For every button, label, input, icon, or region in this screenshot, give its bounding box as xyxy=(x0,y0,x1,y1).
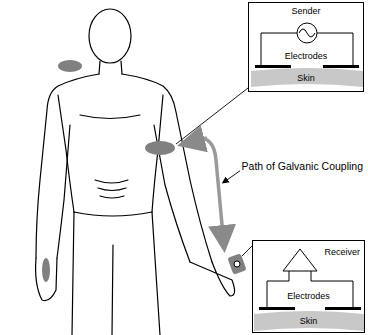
box-title: Sender xyxy=(291,6,320,17)
path-label: Path of Galvanic Coupling xyxy=(240,160,365,173)
electrode-label: Electrodes xyxy=(287,291,330,302)
skin-label: Skin xyxy=(300,316,318,327)
skin-label: Skin xyxy=(297,73,315,84)
sender-callout: SenderElectrodesSkin xyxy=(248,2,364,92)
box-title: Receiver xyxy=(324,247,360,258)
receiver-callout: ReceiverElectrodesSkin xyxy=(252,240,365,333)
electrode-label: Electrodes xyxy=(285,51,328,62)
